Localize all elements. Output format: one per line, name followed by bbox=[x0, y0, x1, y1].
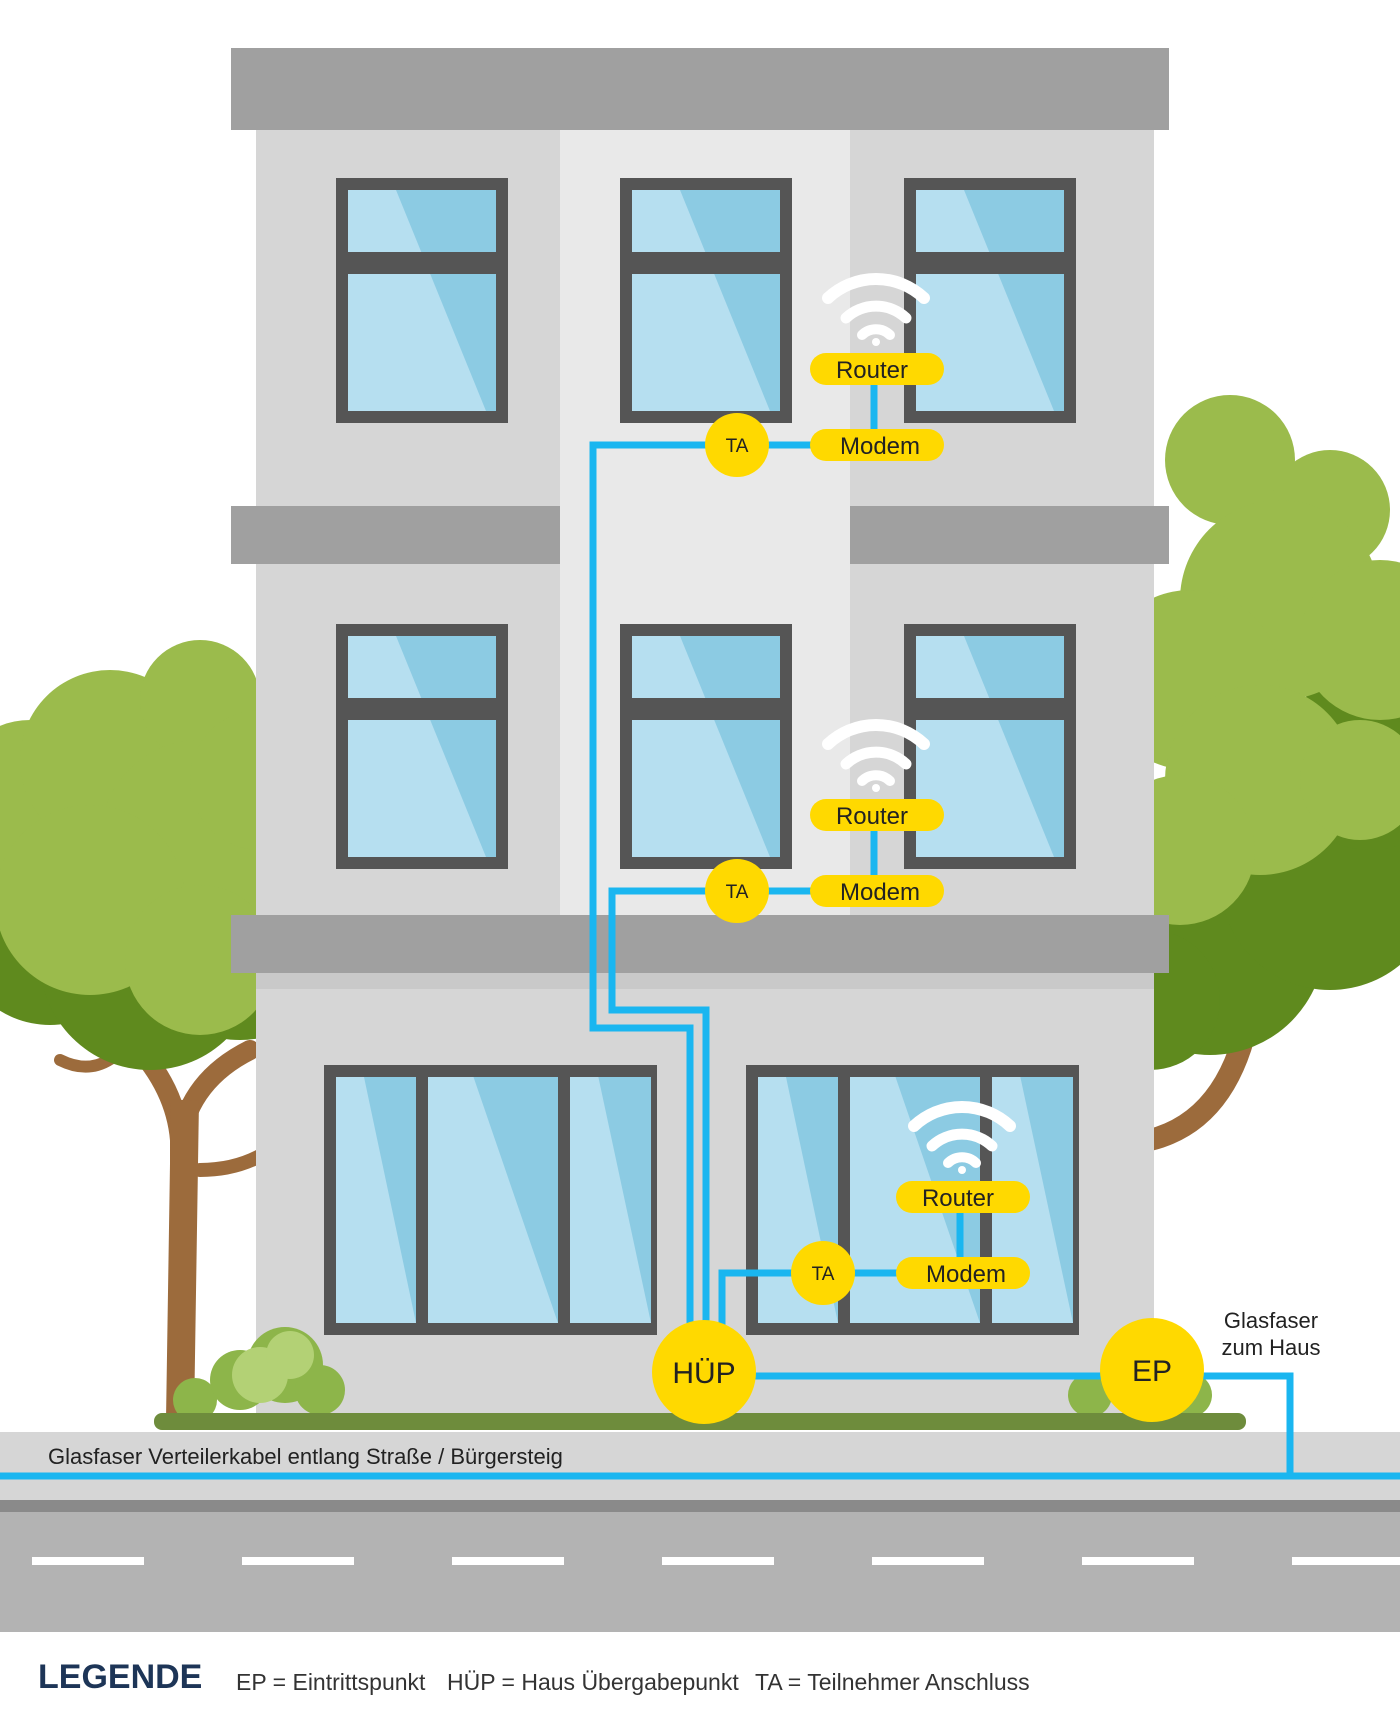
floor-top-devices: Router Modem TA bbox=[705, 272, 944, 477]
ta-label: TA bbox=[726, 882, 749, 903]
window bbox=[620, 624, 792, 869]
window bbox=[336, 624, 508, 869]
window bbox=[904, 178, 1076, 423]
legend-item-huep: HÜP = Haus Übergabepunkt bbox=[447, 1669, 739, 1695]
legend-title: LEGENDE bbox=[38, 1658, 202, 1696]
window bbox=[620, 178, 792, 423]
fiber-lines bbox=[0, 385, 1400, 1480]
wifi-icon bbox=[822, 272, 930, 346]
roof bbox=[231, 48, 1169, 130]
router-label: Router bbox=[836, 803, 908, 830]
router-pill bbox=[896, 1181, 1030, 1213]
wifi-icon bbox=[908, 1100, 1016, 1174]
lane-markings bbox=[32, 1557, 1400, 1565]
street-cable-label: Glasfaser Verteilerkabel entlang Straße … bbox=[48, 1444, 563, 1469]
fiber-house-label-line2: zum Haus bbox=[1221, 1335, 1320, 1360]
wifi-icon bbox=[822, 718, 930, 792]
ta-label: TA bbox=[812, 1264, 835, 1285]
modem-pill bbox=[810, 875, 944, 907]
street bbox=[0, 1432, 1400, 1632]
window bbox=[336, 178, 508, 423]
router-label: Router bbox=[836, 357, 908, 384]
ta-node bbox=[791, 1241, 855, 1305]
huep-node: HÜP bbox=[652, 1320, 756, 1424]
modem-label: Modem bbox=[840, 879, 920, 906]
ta-node bbox=[705, 859, 769, 923]
legend-item-ta: TA = Teilnehmer Anschluss bbox=[755, 1669, 1030, 1695]
floor-middle-devices: Router Modem TA bbox=[705, 718, 944, 923]
floor-ground-devices: Router Modem TA bbox=[791, 1100, 1030, 1305]
window bbox=[904, 624, 1076, 869]
ep-node: EP bbox=[1100, 1318, 1204, 1422]
router-pill bbox=[810, 799, 944, 831]
modem-label: Modem bbox=[840, 433, 920, 460]
modem-label: Modem bbox=[926, 1261, 1006, 1288]
legend: LEGENDE EP = Eintrittspunkt HÜP = Haus Ü… bbox=[38, 1658, 1030, 1696]
huep-label: HÜP bbox=[672, 1357, 735, 1390]
modem-pill bbox=[896, 1257, 1030, 1289]
router-pill bbox=[810, 353, 944, 385]
modem-pill bbox=[810, 429, 944, 461]
ta-label: TA bbox=[726, 436, 749, 457]
legend-item-ep: EP = Eintrittspunkt bbox=[236, 1669, 426, 1695]
window bbox=[324, 1065, 657, 1335]
ep-label: EP bbox=[1132, 1355, 1172, 1388]
router-label: Router bbox=[922, 1185, 994, 1212]
ta-node bbox=[705, 413, 769, 477]
fiber-house-label-line1: Glasfaser bbox=[1224, 1308, 1318, 1333]
